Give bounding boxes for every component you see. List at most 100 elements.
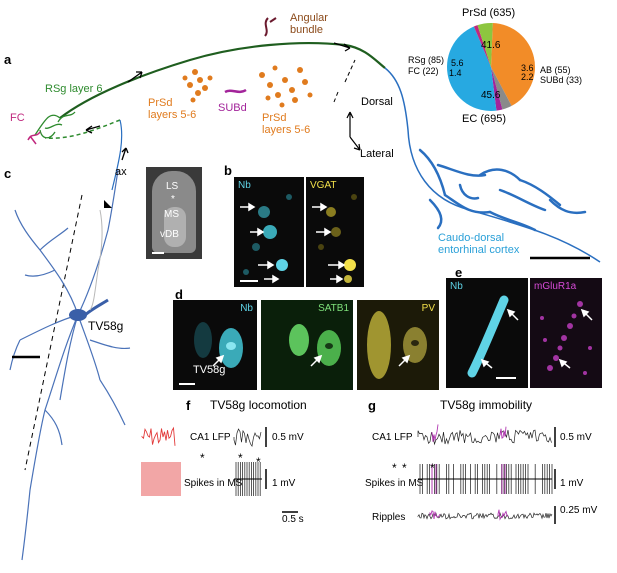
spike-star-marker: * bbox=[238, 451, 243, 465]
label-spikes-f: Spikes in MS bbox=[184, 478, 243, 489]
traces-f bbox=[141, 426, 298, 513]
micrograph-b-nb: Nb bbox=[234, 177, 304, 287]
pie-value-subd: 2.2 bbox=[521, 72, 534, 82]
label-lfp-f: CA1 LFP bbox=[190, 432, 231, 443]
pie-slice-ab bbox=[491, 67, 512, 110]
micrograph-e-mglur1a: mGluR1a bbox=[530, 278, 602, 388]
label-lateral: Lateral bbox=[360, 148, 394, 160]
micrograph-d-pv: PV bbox=[357, 300, 439, 390]
label-fc: FC bbox=[10, 112, 25, 124]
pie-label-fc: FC (22) bbox=[408, 66, 439, 76]
pie-value-ab: 3.6 bbox=[521, 63, 534, 73]
arrowhead-icon bbox=[104, 200, 112, 208]
label-spikes-g: Spikes in MS bbox=[365, 478, 424, 489]
pie-label-rsg: RSg (85) bbox=[408, 55, 445, 65]
micrograph-d-nb: Nb TV58g bbox=[173, 300, 257, 390]
panel-label-d: d bbox=[175, 287, 183, 302]
label-ec: Caudo-dorsal entorhinal cortex bbox=[438, 232, 520, 256]
traces-g bbox=[417, 424, 556, 524]
neuron-reconstruction bbox=[9, 169, 131, 561]
pie-slice-prsd bbox=[491, 23, 535, 106]
channel-label-nb: Nb bbox=[240, 303, 253, 314]
pie-slice-subd bbox=[491, 67, 503, 111]
arrow-icon bbox=[333, 42, 351, 52]
pie-value-ec: 45.6 bbox=[481, 90, 501, 101]
pie-slice-fc bbox=[473, 25, 491, 68]
pie-value-prsd: 41.6 bbox=[481, 40, 501, 51]
main-axon bbox=[59, 42, 386, 119]
label-angular-bundle: Angular bundle bbox=[290, 12, 328, 36]
spike-star-marker: * bbox=[392, 461, 397, 475]
dashed-axon bbox=[44, 119, 121, 139]
inset-label-vdb: vDB bbox=[160, 229, 179, 240]
label-lfp-g: CA1 LFP bbox=[372, 432, 413, 443]
pie-label-subd: SUBd (33) bbox=[540, 75, 583, 85]
channel-label-pv: PV bbox=[421, 303, 435, 314]
axon-reconstruction bbox=[27, 17, 601, 263]
scale-label-lfp-g: 0.5 mV bbox=[560, 432, 592, 443]
label-prsd-right: PrSd layers 5-6 bbox=[262, 112, 311, 136]
scale-label-spikes-f: 1 mV bbox=[272, 478, 296, 489]
label-ripples-g: Ripples bbox=[372, 512, 406, 523]
lfp-trace bbox=[417, 429, 552, 446]
spike-star-marker: * bbox=[200, 451, 205, 465]
descending-axon bbox=[111, 119, 123, 191]
spike-raster-highlight bbox=[141, 462, 181, 496]
arrow-icon bbox=[121, 147, 129, 161]
label-rsg: RSg layer 6 bbox=[45, 83, 103, 95]
arrow-icon bbox=[85, 125, 101, 134]
channel-label-satb1: SATB1 bbox=[318, 303, 349, 314]
spike-star-marker: * bbox=[256, 455, 261, 469]
label-subd: SUBd bbox=[218, 102, 247, 114]
channel-label-nb: Nb bbox=[450, 281, 463, 292]
rsg-arbor bbox=[34, 111, 76, 139]
pie-label-ab: AB (55) bbox=[540, 65, 571, 75]
ec-arbor bbox=[418, 148, 587, 232]
label-dorsal: Dorsal bbox=[361, 96, 393, 108]
lfp-trace bbox=[233, 428, 262, 448]
panel-label-e: e bbox=[455, 265, 463, 280]
pie-chart bbox=[447, 23, 535, 111]
pie-value-fc: 1.4 bbox=[449, 68, 462, 78]
inset-label-ms: MS bbox=[164, 209, 179, 220]
scale-label-time-f: 0.5 s bbox=[282, 514, 304, 525]
pie-slice-rsg bbox=[477, 23, 493, 67]
brain-section-inset: LS * MS vDB bbox=[146, 167, 202, 259]
orientation-axes bbox=[346, 111, 361, 151]
scale-label-lfp-f: 0.5 mV bbox=[272, 432, 304, 443]
axon-to-ec bbox=[384, 67, 601, 263]
channel-label-mglur1a: mGluR1a bbox=[534, 281, 577, 292]
scale-label-ripples-g: 0.25 mV bbox=[560, 505, 598, 516]
prsd-left-arbor bbox=[182, 69, 213, 103]
spike-star-marker: * bbox=[402, 461, 407, 475]
panel-label-a: a bbox=[4, 52, 12, 67]
title-g: TV58g immobility bbox=[440, 398, 533, 412]
label-tv58g-c: TV58g bbox=[88, 319, 124, 333]
micrograph-b-vgat: VGAT bbox=[306, 177, 364, 287]
spike-star-marker: * bbox=[430, 461, 435, 475]
channel-label-nb: Nb bbox=[238, 180, 251, 191]
scale-label-spikes-g: 1 mV bbox=[560, 478, 584, 489]
micrograph-d-satb1: SATB1 bbox=[261, 300, 353, 390]
label-ax: ax bbox=[115, 166, 127, 178]
pie-label-prsd: PrSd (635) bbox=[462, 7, 516, 19]
section-line bbox=[24, 194, 83, 471]
title-f: TV58g locomotion bbox=[210, 398, 307, 412]
channel-label-vgat: VGAT bbox=[310, 180, 337, 191]
ripple-trace bbox=[417, 512, 553, 520]
lfp-trace-highlight bbox=[141, 426, 176, 446]
panel-label-c: c bbox=[4, 166, 12, 181]
cell-soma bbox=[69, 309, 87, 321]
ripple-trace-highlight bbox=[497, 509, 509, 521]
inset-label-ls: LS bbox=[166, 181, 179, 192]
section-line bbox=[344, 59, 356, 83]
panel-label-b: b bbox=[224, 163, 232, 178]
fc-arbor bbox=[27, 131, 41, 145]
inset-label-star: * bbox=[171, 194, 175, 205]
label-prsd-left: PrSd layers 5-6 bbox=[148, 97, 197, 121]
angular-bundle-arbor bbox=[264, 17, 277, 37]
pie-label-ec: EC (695) bbox=[462, 113, 507, 125]
micrograph-e-nb: Nb bbox=[446, 278, 528, 388]
lfp-trace-highlight bbox=[499, 426, 507, 439]
lfp-trace-highlight bbox=[431, 424, 439, 442]
